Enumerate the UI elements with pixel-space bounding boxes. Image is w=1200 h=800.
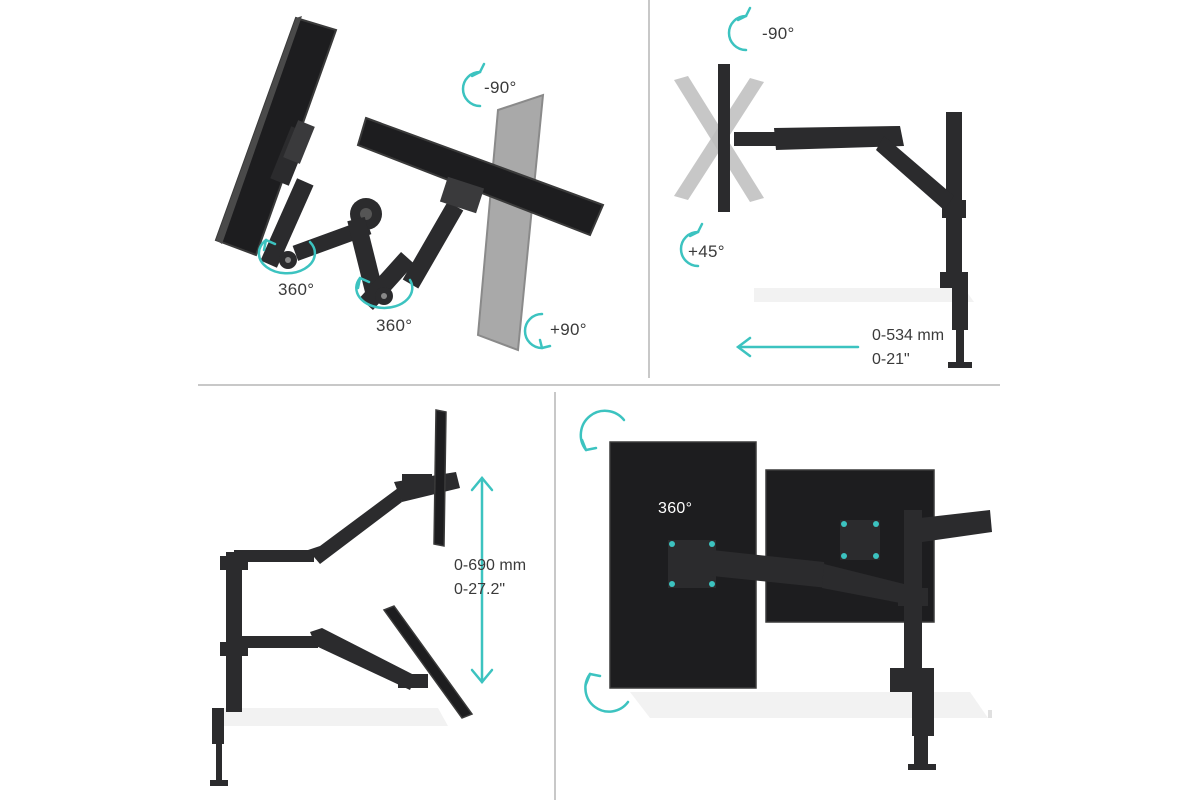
desk-surface <box>754 288 974 302</box>
label-extension-mm: 0-534 mm <box>872 327 945 344</box>
label-rotation-left: 360° <box>278 280 315 299</box>
panel-rotation-dual: 360° <box>560 392 1000 800</box>
divider-horizontal <box>198 384 1000 386</box>
desk-surface <box>630 692 988 718</box>
tilt-arrow-top-icon <box>461 62 486 108</box>
arm-lower-lowered <box>238 628 428 690</box>
vesa-plate-left <box>283 120 315 164</box>
desk-clamp <box>212 708 224 744</box>
monitor-upper <box>433 409 447 547</box>
arm-upper-raised <box>234 472 460 564</box>
panel-height-adjustment: 0-690 mm 0-27.2" <box>198 392 550 800</box>
vesa-plate-back <box>840 520 880 560</box>
label-tilt-bottom: +90° <box>550 320 587 339</box>
rotation-arrow-center-icon <box>355 276 414 310</box>
monitor-right <box>356 116 605 237</box>
vesa-plate-right <box>439 176 485 214</box>
label-tilt-bottom: +45° <box>688 242 725 261</box>
label-rotation: 360° <box>658 500 693 517</box>
divider-vertical-bottom <box>554 392 556 800</box>
label-tilt-top: -90° <box>762 24 795 43</box>
monitor-left <box>214 16 338 257</box>
arm-front <box>712 550 828 588</box>
arm-right <box>347 201 464 311</box>
monitor-side <box>718 64 730 212</box>
label-rotation-center: 360° <box>376 316 413 335</box>
desk-clamp <box>952 286 968 330</box>
label-extension-in: 0-21" <box>872 351 910 368</box>
height-arrow-icon <box>470 476 494 684</box>
panel-tilt-extension: -90° +45° 0-534 mm 0-21" <box>654 0 1000 378</box>
label-height-in: 0-27.2" <box>454 581 506 598</box>
desk-surface <box>218 708 448 726</box>
rotation-arrow-bottom-icon <box>584 672 630 713</box>
height-illustration <box>210 409 494 786</box>
label-tilt-top: -90° <box>484 78 517 97</box>
desk-clamp <box>912 692 934 736</box>
rotation-arrow-top-icon <box>579 409 626 452</box>
swivel-illustration <box>214 16 605 352</box>
rotation-illustration <box>579 409 992 770</box>
pole <box>226 552 242 712</box>
tilt-extension-illustration <box>674 6 974 368</box>
tilt-arrow-bottom-icon <box>679 222 704 268</box>
tilt-arrow-bottom-icon <box>523 312 552 350</box>
ghost-portrait-monitor <box>476 93 545 352</box>
rotation-arrow-left-icon <box>257 238 317 275</box>
vesa-plate-front <box>668 540 716 588</box>
monitor-left-edge <box>216 16 302 244</box>
tilt-arrow-top-icon <box>727 6 752 52</box>
panel-swivel-rotation: 360° 360° -90° +90° <box>198 0 644 378</box>
extension-arrow-icon <box>735 336 860 358</box>
divider-vertical-top <box>648 0 650 378</box>
label-height-mm: 0-690 mm <box>454 557 527 574</box>
arm-back <box>920 510 992 542</box>
arm-gas-spring <box>774 126 904 150</box>
monitor-lower <box>382 605 474 719</box>
